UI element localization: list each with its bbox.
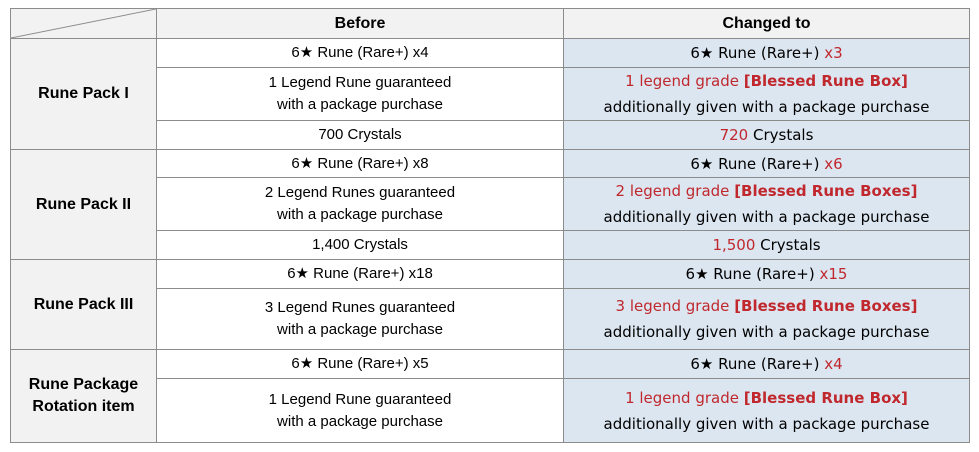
legend-before: 3 Legend Runes guaranteed with a package … (156, 288, 564, 350)
rune-after: 6★ Rune (Rare+) x15 (563, 259, 970, 289)
legend-after-box: [Blessed Rune Boxes] (734, 182, 918, 200)
legend-after: 2 legend grade [Blessed Rune Boxes] addit… (563, 177, 970, 231)
legend-before-line2: with a package purchase (277, 206, 443, 223)
table-row: 3 Legend Runes guaranteed with a package … (11, 288, 970, 350)
rune-after-text: 6★ Rune (Rare+) (690, 154, 825, 173)
rune-after-qty: x3 (824, 44, 843, 62)
rune-before: 6★ Rune (Rare+) x8 (156, 149, 564, 178)
pack-name: Rune Pack III (10, 259, 157, 350)
legend-after: 1 legend grade [Blessed Rune Box] additio… (563, 378, 970, 443)
header-changed-to: Changed to (563, 8, 970, 39)
table-row: 1 Legend Rune guaranteed with a package p… (11, 378, 970, 443)
legend-before: 2 Legend Runes guaranteed with a package … (156, 177, 564, 231)
rune-after-qty: x15 (819, 265, 848, 283)
rune-before: 6★ Rune (Rare+) x4 (156, 38, 564, 68)
crystals-after: 720 Crystals (563, 120, 970, 150)
legend-after-line2: additionally given with a package purcha… (603, 98, 930, 116)
legend-before-line2: with a package purchase (277, 96, 443, 113)
legend-after-red: 1 legend grade (625, 388, 744, 407)
rune-before: 6★ Rune (Rare+) x18 (156, 259, 564, 289)
table-row: 700 Crystals 720 Crystals (11, 120, 970, 150)
legend-before-line1: 1 Legend Rune guaranteed (268, 390, 452, 408)
crystals-after-num: 1,500 (712, 236, 756, 254)
diagonal-line-icon (11, 9, 156, 38)
corner-cell (10, 8, 157, 39)
legend-after-line2: additionally given with a package purcha… (603, 414, 930, 433)
rune-after-text: 6★ Rune (Rare+) (685, 265, 820, 283)
table-row: Rune Pack III 6★ Rune (Rare+) x18 6★ Run… (10, 259, 970, 350)
legend-before-line2: with a package purchase (277, 412, 443, 430)
legend-after-line2: additionally given with a package purcha… (603, 323, 930, 341)
rune-before: 6★ Rune (Rare+) x5 (156, 349, 564, 379)
legend-after: 3 legend grade [Blessed Rune Boxes] addit… (563, 288, 970, 350)
table-row: 1 Legend Rune guaranteed with a package p… (11, 67, 970, 121)
comparison-table: Before Changed to Rune Pack I 6★ Rune (R… (10, 8, 970, 443)
legend-after-red: 3 legend grade (615, 297, 735, 315)
legend-after-box: [Blessed Rune Box] (743, 72, 908, 90)
legend-after: 1 legend grade [Blessed Rune Box] additio… (563, 67, 970, 121)
legend-before: 1 Legend Rune guaranteed with a package p… (156, 67, 564, 121)
pack-name-line2: Rotation item (32, 398, 135, 415)
crystals-before: 700 Crystals (156, 120, 564, 150)
rune-after: 6★ Rune (Rare+) x4 (563, 349, 970, 379)
table-row: Rune Pack I 6★ Rune (Rare+) x4 6★ Rune (… (10, 38, 970, 150)
legend-before-line1: 3 Legend Runes guaranteed (264, 299, 456, 316)
legend-before-line1: 1 Legend Rune guaranteed (268, 74, 452, 91)
legend-after-red: 2 legend grade (615, 182, 735, 200)
legend-after-box: [Blessed Rune Boxes] (734, 297, 918, 315)
header-before: Before (156, 8, 564, 39)
legend-before-line1: 2 Legend Runes guaranteed (264, 184, 456, 201)
rune-after-qty: x6 (824, 154, 843, 173)
legend-before: 1 Legend Rune guaranteed with a package p… (156, 378, 564, 443)
crystals-after-unit: Crystals (755, 236, 821, 254)
crystals-after: 1,500 Crystals (563, 230, 970, 260)
rune-after: 6★ Rune (Rare+) x6 (563, 149, 970, 178)
legend-before-line2: with a package purchase (277, 321, 443, 338)
legend-after-red: 1 legend grade (625, 72, 744, 90)
header-row: Before Changed to (10, 8, 970, 39)
pack-name: Rune Pack I (10, 38, 157, 150)
table-row: Rune Pack II 6★ Rune (Rare+) x8 6★ Rune … (10, 149, 970, 260)
legend-after-box: [Blessed Rune Box] (743, 388, 908, 407)
rune-after-text: 6★ Rune (Rare+) (690, 44, 825, 62)
table-row: 2 Legend Runes guaranteed with a package … (11, 177, 970, 231)
crystals-after-unit: Crystals (748, 126, 814, 144)
pack-name-line1: Rune Package (28, 376, 139, 393)
legend-after-line2: additionally given with a package purcha… (603, 208, 930, 226)
rune-after-qty: x4 (824, 355, 843, 373)
crystals-after-num: 720 (719, 126, 749, 144)
rune-after: 6★ Rune (Rare+) x3 (563, 38, 970, 68)
rune-after-text: 6★ Rune (Rare+) (690, 355, 825, 373)
crystals-before: 1,400 Crystals (156, 230, 564, 260)
pack-name: Rune Pack II (10, 149, 157, 260)
table-row: 1,400 Crystals 1,500 Crystals (11, 230, 970, 260)
